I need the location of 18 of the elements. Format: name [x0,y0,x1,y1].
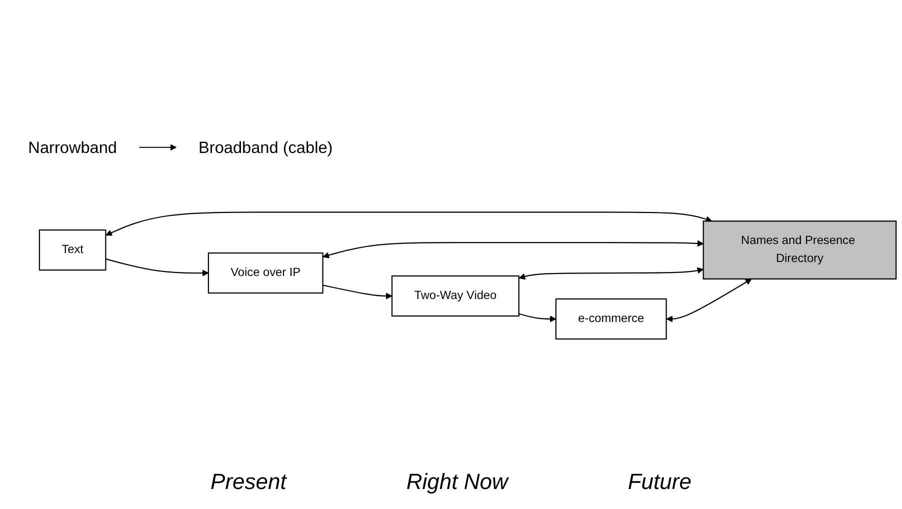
arrow [518,267,704,280]
node-box: Names and Presence Directory [702,220,897,280]
arrow [666,278,752,322]
stage-label: Future [628,469,692,495]
node-box: e-commerce [555,298,667,340]
arrow [106,212,712,236]
arrow [106,258,209,276]
arrow [139,144,177,151]
node-box: Voice over IP [208,252,324,294]
stage-label: Present [210,469,286,495]
arrow [518,313,556,322]
node-text: Broadband (cable) [198,138,333,157]
arrow [322,284,392,300]
stage-label: Right Now [406,469,508,495]
arrow [322,240,704,258]
node-text: Narrowband [28,138,117,157]
node-box: Two-Way Video [391,275,520,317]
node-box: Text [38,229,106,271]
